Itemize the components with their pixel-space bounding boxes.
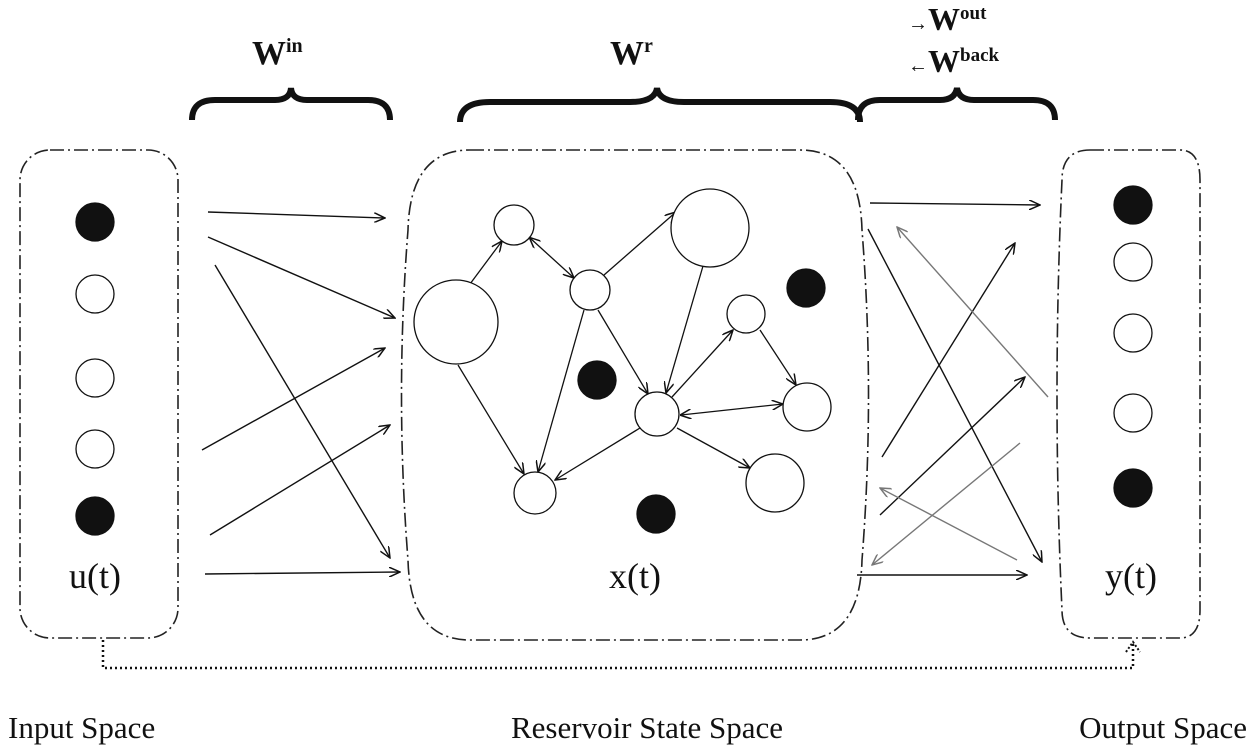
input-space-caption: Input Space	[8, 710, 155, 745]
input-neuron	[75, 274, 115, 314]
reservoir-box	[400, 149, 870, 641]
output-neuron-active	[1113, 468, 1153, 508]
reservoir-neuron	[569, 269, 611, 311]
brace-w-r	[457, 87, 863, 123]
input-neuron	[75, 429, 115, 469]
input-symbol: u(t)	[69, 556, 121, 596]
input-layer-box	[19, 149, 179, 639]
output-neuron	[1113, 393, 1153, 433]
output-layer-box	[1056, 149, 1201, 639]
input-neurons	[75, 202, 115, 536]
feedback-arrowhead	[1125, 640, 1141, 653]
reservoir-neuron	[670, 188, 750, 268]
output-space-caption: Output Space	[1079, 710, 1247, 745]
reservoir-neuron-active	[786, 268, 826, 308]
reservoir-connections	[457, 212, 796, 480]
output-neuron	[1113, 313, 1153, 353]
input-weights-arrows	[201, 211, 400, 574]
reservoir-neuron-active	[636, 494, 676, 534]
reservoir-neurons	[413, 188, 832, 534]
reservoir-neuron-active	[577, 360, 617, 400]
reservoir-neuron	[413, 279, 499, 365]
input-neuron	[75, 358, 115, 398]
input-neuron-active	[75, 496, 115, 536]
reservoir-space-caption: Reservoir State Space	[511, 710, 783, 745]
output-symbol: y(t)	[1105, 556, 1157, 596]
reservoir-neuron	[726, 294, 766, 334]
reservoir-neuron	[634, 391, 680, 437]
w-in-label: Win	[252, 35, 303, 72]
w-back-label: ←Wback	[908, 43, 1000, 79]
braces	[189, 87, 1058, 123]
output-neuron	[1113, 242, 1153, 282]
reservoir-neuron	[513, 471, 557, 515]
reservoir-neuron	[745, 453, 805, 513]
w-out-label: →Wout	[908, 1, 987, 37]
brace-w-in	[189, 87, 393, 121]
output-neurons	[1113, 185, 1153, 508]
feedback-dotted-line	[101, 640, 1135, 670]
reservoir-neuron	[782, 382, 832, 432]
output-neuron-active	[1113, 185, 1153, 225]
w-r-label: Wr	[610, 35, 653, 72]
reservoir-neuron	[493, 204, 535, 246]
brace-w-out	[855, 87, 1058, 121]
reservoir-symbol: x(t)	[609, 556, 661, 596]
input-neuron-active	[75, 202, 115, 242]
output-weights-arrows	[857, 203, 1049, 575]
